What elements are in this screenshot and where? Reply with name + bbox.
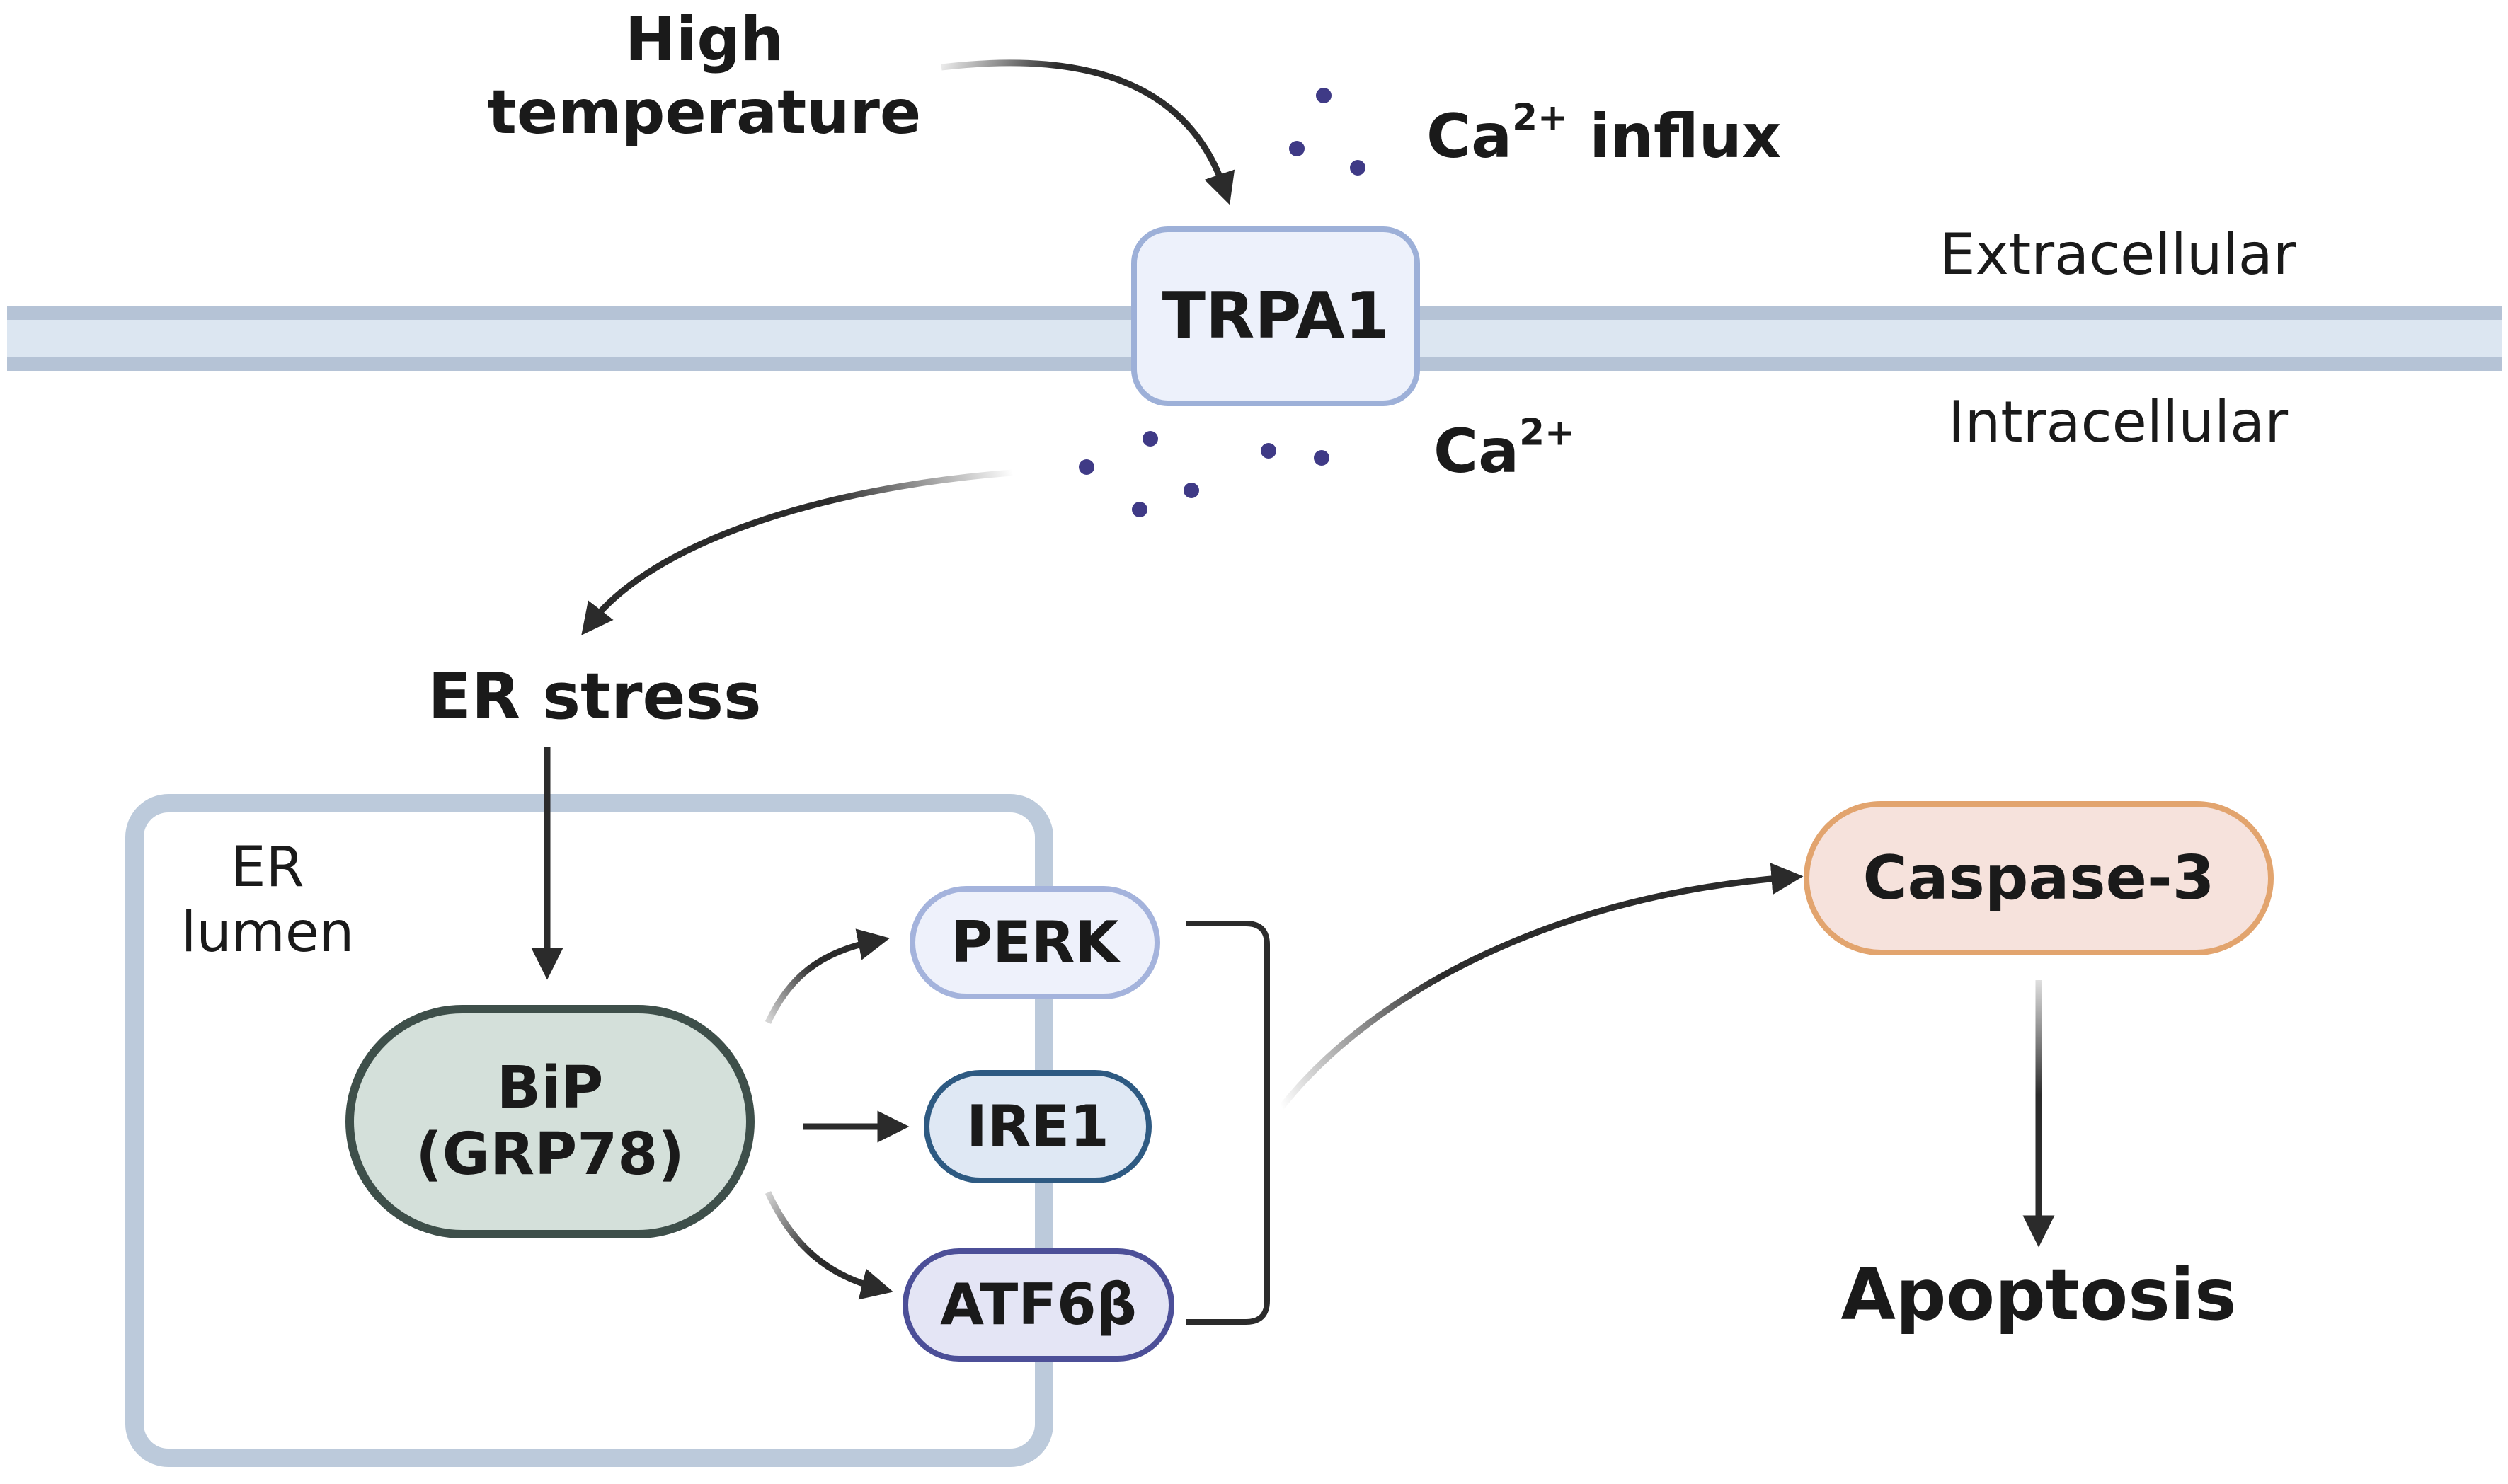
extracellular-label: Extracellular	[1940, 222, 2296, 287]
upr-sensors-bracket	[1186, 921, 1270, 1325]
er-lumen-line1: ER	[231, 836, 304, 899]
trpa1-channel: TRPA1	[1131, 226, 1420, 406]
grp78-label: (GRP78)	[416, 1121, 685, 1188]
calcium-influx-label: Ca2+ influx	[1426, 100, 1781, 167]
trpa1-label: TRPA1	[1162, 279, 1390, 354]
er-stress-label: ER stress	[428, 660, 762, 734]
heat-to-trpa1-arrow	[941, 59, 1235, 205]
bip-to-atf6b-arrow	[765, 1191, 893, 1300]
atf6b-node: ATF6β	[903, 1248, 1174, 1362]
high-temperature-line2: temperature	[487, 77, 922, 149]
intracellular-label: Intracellular	[1948, 389, 2289, 455]
upr-to-caspase3-arrow	[1278, 863, 1804, 1110]
er-lumen-line2: lumen	[181, 901, 355, 965]
apoptosis-label: Apoptosis	[1840, 1253, 2237, 1336]
ire1-label: IRE1	[966, 1093, 1109, 1159]
calcium-intracellular-charge: 2+	[1519, 411, 1576, 454]
calcium-intracellular-symbol: Ca	[1433, 416, 1520, 487]
extracellular-calcium-dots	[1289, 88, 1365, 176]
high-temperature-line1: High	[624, 4, 784, 75]
er-lumen-label: ER lumen	[181, 835, 355, 965]
bip-to-perk-arrow	[765, 928, 891, 1024]
bip-label: BiP	[496, 1054, 604, 1122]
caspase3-node: Caspase-3	[1804, 801, 2274, 955]
high-temperature-label: High temperature	[488, 4, 921, 149]
perk-node: PERK	[910, 886, 1160, 999]
bip-node: BiP (GRP78)	[345, 1005, 755, 1238]
calcium-influx-symbol: Ca	[1426, 101, 1513, 172]
calcium-intracellular-label: Ca2+	[1433, 415, 1575, 482]
ire1-node: IRE1	[924, 1070, 1152, 1183]
atf6b-label: ATF6β	[940, 1272, 1137, 1338]
caspase3-label: Caspase-3	[1862, 842, 2215, 914]
intracellular-calcium-dots	[1079, 431, 1329, 517]
calcium-influx-charge: 2+	[1512, 96, 1569, 139]
calcium-influx-word: influx	[1568, 101, 1782, 172]
perk-label: PERK	[951, 909, 1119, 975]
calcium-to-er-stress-arrow	[581, 469, 1013, 635]
